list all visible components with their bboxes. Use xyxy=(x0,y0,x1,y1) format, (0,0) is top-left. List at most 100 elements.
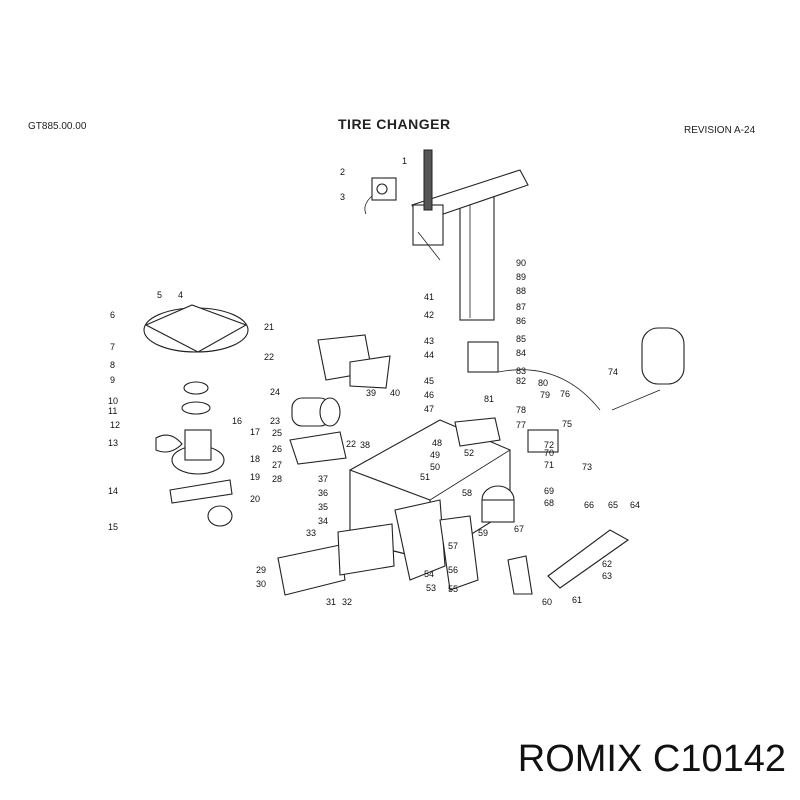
callout-43: 43 xyxy=(424,336,434,346)
motor xyxy=(291,397,341,427)
callout-30: 30 xyxy=(256,579,266,589)
revision-label: REVISION A-24 xyxy=(684,125,756,136)
callout-56: 56 xyxy=(448,565,458,575)
callout-80: 80 xyxy=(538,378,548,388)
callout-75: 75 xyxy=(562,419,572,429)
callout-50: 50 xyxy=(430,462,440,472)
callout-81: 81 xyxy=(484,394,494,404)
callout-73: 73 xyxy=(582,462,592,472)
callout-16: 16 xyxy=(232,416,242,426)
callout-23: 23 xyxy=(270,416,280,426)
callout-39: 39 xyxy=(366,388,376,398)
callout-22: 22 xyxy=(264,352,274,362)
callout-67: 67 xyxy=(514,524,524,534)
callout-41: 41 xyxy=(424,292,434,302)
callout-54: 54 xyxy=(424,569,434,579)
callout-6: 6 xyxy=(110,310,115,320)
callout-18: 18 xyxy=(250,454,260,464)
callout-64: 64 xyxy=(630,500,640,510)
valve-block xyxy=(467,341,559,453)
bead-breaker-arm xyxy=(507,529,630,595)
callout-24: 24 xyxy=(270,387,280,397)
callout-26: 26 xyxy=(272,444,282,454)
control-box xyxy=(364,177,397,215)
air-tank xyxy=(611,327,685,411)
callout-55: 55 xyxy=(448,584,458,594)
callout-61: 61 xyxy=(572,595,582,605)
callout-60: 60 xyxy=(542,597,552,607)
callout-37: 37 xyxy=(318,474,328,484)
callout-62: 62 xyxy=(602,559,612,569)
callout-35: 35 xyxy=(318,502,328,512)
callout-79: 79 xyxy=(540,390,550,400)
callout-77: 77 xyxy=(516,420,526,430)
callout-2: 2 xyxy=(340,167,345,177)
callout-38: 38 xyxy=(360,440,370,450)
callout-19: 19 xyxy=(250,472,260,482)
callout-27: 27 xyxy=(272,460,282,470)
pedal-assembly xyxy=(277,523,395,596)
callout-32: 32 xyxy=(342,597,352,607)
motor-covers xyxy=(317,334,391,389)
callout-59: 59 xyxy=(478,528,488,538)
callout-63: 63 xyxy=(602,571,612,581)
callout-29: 29 xyxy=(256,565,266,575)
callout-52: 52 xyxy=(464,448,474,458)
callout-47: 47 xyxy=(424,404,434,414)
callout-88: 88 xyxy=(516,286,526,296)
callout-5: 5 xyxy=(157,290,162,300)
callout-65: 65 xyxy=(608,500,618,510)
callout-1: 1 xyxy=(402,156,407,166)
callout-66: 66 xyxy=(584,500,594,510)
turntable-assembly xyxy=(143,304,249,527)
callout-7: 7 xyxy=(110,342,115,352)
callout-15: 15 xyxy=(108,522,118,532)
callout-33: 33 xyxy=(306,528,316,538)
callout-48: 48 xyxy=(432,438,442,448)
brand-part-number: ROMIX C10142 xyxy=(517,738,786,780)
callout-76: 76 xyxy=(560,389,570,399)
callout-70: 70 xyxy=(544,448,554,458)
diagram-title: TIRE CHANGER xyxy=(338,116,451,132)
callout-25: 25 xyxy=(272,428,282,438)
callout-46: 46 xyxy=(424,390,434,400)
callout-13: 13 xyxy=(108,438,118,448)
callout-87: 87 xyxy=(516,302,526,312)
callout-74: 74 xyxy=(608,367,618,377)
callout-42: 42 xyxy=(424,310,434,320)
callout-86: 86 xyxy=(516,316,526,326)
callout-22: 22 xyxy=(346,439,356,449)
callout-83: 83 xyxy=(516,366,526,376)
callout-69: 69 xyxy=(544,486,554,496)
drawing-code: GT885.00.00 xyxy=(28,121,87,132)
callout-90: 90 xyxy=(516,258,526,268)
callout-28: 28 xyxy=(272,474,282,484)
callout-58: 58 xyxy=(462,488,472,498)
column-arm-assembly xyxy=(411,149,529,321)
callout-10: 10 xyxy=(108,396,118,406)
callout-72: 72 xyxy=(544,440,554,450)
callout-40: 40 xyxy=(390,388,400,398)
callout-31: 31 xyxy=(326,597,336,607)
callout-82: 82 xyxy=(516,376,526,386)
callout-21: 21 xyxy=(264,322,274,332)
callout-49: 49 xyxy=(430,450,440,460)
callout-89: 89 xyxy=(516,272,526,282)
callout-36: 36 xyxy=(318,488,328,498)
callout-8: 8 xyxy=(110,360,115,370)
callout-78: 78 xyxy=(516,405,526,415)
callout-85: 85 xyxy=(516,334,526,344)
callout-12: 12 xyxy=(110,420,120,430)
bead-breaker-cylinder xyxy=(481,485,515,523)
callout-44: 44 xyxy=(424,350,434,360)
air-hose xyxy=(497,369,601,411)
callout-20: 20 xyxy=(250,494,260,504)
callout-57: 57 xyxy=(448,541,458,551)
callout-34: 34 xyxy=(318,516,328,526)
callout-9: 9 xyxy=(110,375,115,385)
callout-3: 3 xyxy=(340,192,345,202)
valve-cluster xyxy=(289,431,347,465)
callout-14: 14 xyxy=(108,486,118,496)
callout-53: 53 xyxy=(426,583,436,593)
